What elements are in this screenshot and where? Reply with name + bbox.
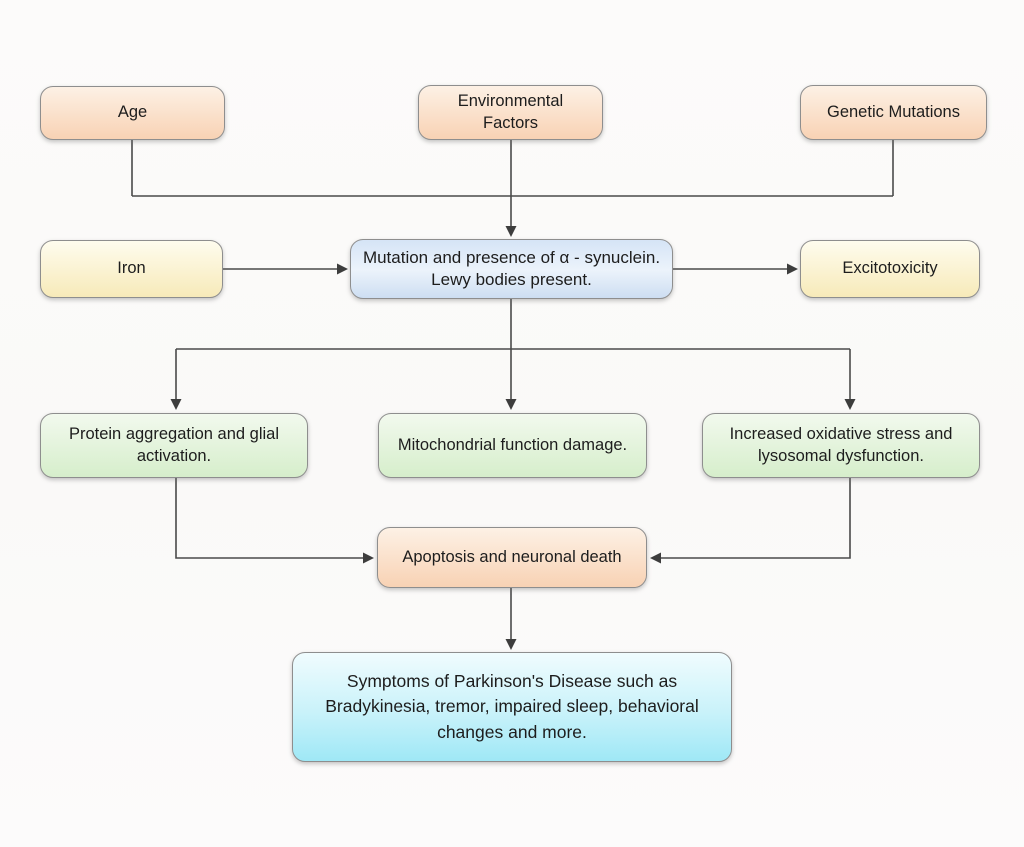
arrowhead-into-mitochondrial: [505, 399, 517, 410]
node-apoptosis-label: Apoptosis and neuronal death: [402, 547, 622, 566]
node-oxidative-stress-label: Increased oxidative stress and lysosomal…: [729, 425, 953, 465]
arrowhead-into-mutation-left: [337, 263, 348, 275]
node-mitochondrial-damage-label: Mitochondrial function damage.: [397, 435, 628, 454]
node-alpha-synuclein-mutation-label: Mutation and presence of α - synuclein. …: [362, 247, 661, 289]
node-protein-aggregation-label: Protein aggregation and glial activation…: [68, 425, 280, 465]
arrowhead-into-oxidative: [844, 399, 856, 410]
arrowhead-into-mutation-top: [505, 226, 517, 237]
edge-oxidative-to-apoptosis: [661, 478, 851, 559]
node-excitotoxicity-label: Excitotoxicity: [842, 259, 938, 278]
edge-protein-to-apoptosis: [175, 478, 363, 559]
arrowhead-into-protein: [170, 399, 182, 410]
arrowhead-into-apoptosis-left: [363, 552, 374, 564]
node-iron-label: Iron: [117, 259, 146, 278]
node-environmental-factors-label: Environmental Factors: [457, 92, 564, 132]
arrowhead-into-apoptosis-right: [650, 552, 661, 564]
node-symptoms-label: Symptoms of Parkinson's Disease such as …: [325, 670, 699, 742]
node-age: Age: [40, 86, 225, 140]
node-iron: Iron: [40, 240, 223, 298]
node-symptoms: Symptoms of Parkinson's Disease such as …: [292, 652, 732, 762]
node-mitochondrial-damage: Mitochondrial function damage.: [378, 413, 647, 478]
node-protein-aggregation: Protein aggregation and glial activation…: [40, 413, 308, 478]
node-environmental-factors: Environmental Factors: [418, 85, 603, 140]
node-age-label: Age: [117, 103, 148, 122]
node-genetic-mutations-label: Genetic Mutations: [827, 102, 960, 121]
arrowhead-into-excitotoxicity: [787, 263, 798, 275]
node-genetic-mutations: Genetic Mutations: [800, 85, 987, 140]
node-excitotoxicity: Excitotoxicity: [800, 240, 980, 298]
node-alpha-synuclein-mutation: Mutation and presence of α - synuclein. …: [350, 239, 673, 299]
arrowhead-into-symptoms: [505, 639, 517, 650]
node-oxidative-stress: Increased oxidative stress and lysosomal…: [702, 413, 980, 478]
node-apoptosis: Apoptosis and neuronal death: [377, 527, 647, 588]
